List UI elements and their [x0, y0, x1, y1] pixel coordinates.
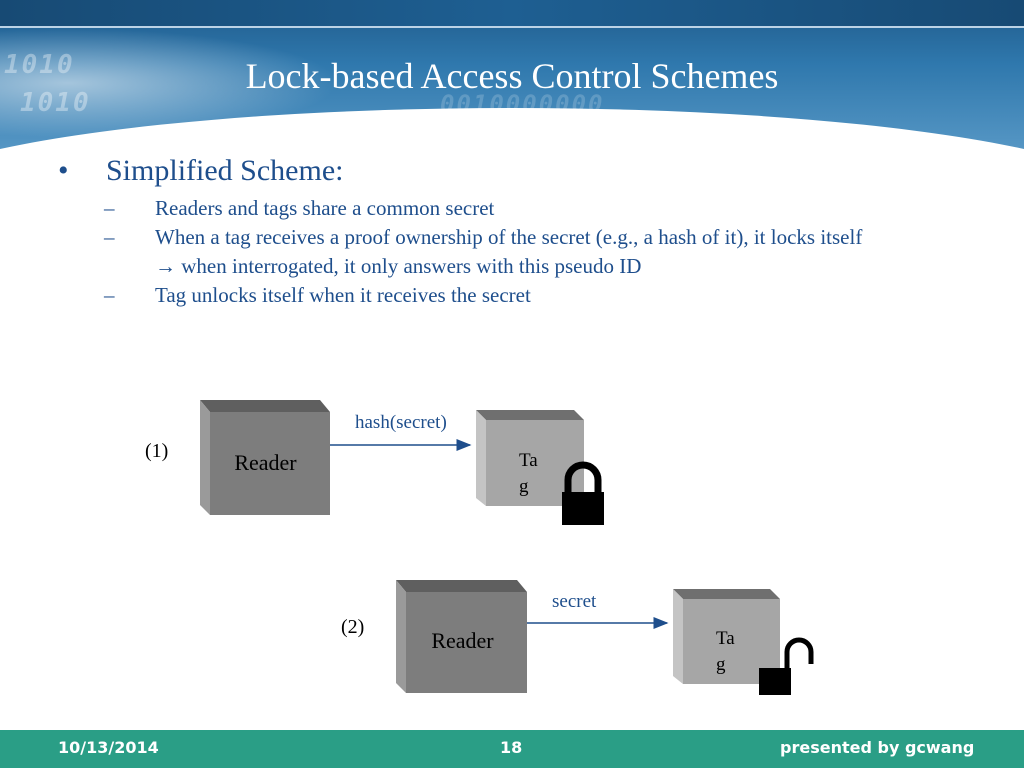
sub-item-shared-secret: Readers and tags share a common secret	[155, 196, 495, 220]
step-label-2: (2)	[341, 616, 365, 638]
tag-label-step1-line2: g	[519, 476, 529, 497]
tag-label-step1-line1: Ta	[519, 450, 538, 471]
sub-item-tag-locks: When a tag receives a proof ownership of…	[155, 225, 863, 249]
sub-item-tag-locks-continuation: → when interrogated, it only answers wit…	[155, 254, 642, 278]
message-label-step2: secret	[552, 591, 597, 612]
header-binary-decoration: 1010	[20, 88, 91, 118]
message-label-step1: hash(secret)	[355, 412, 447, 433]
tag-label-step2-line1: Ta	[716, 628, 735, 649]
slide-footer: 10/13/2014 18 presented by gcwang	[0, 730, 1024, 768]
header-binary-decoration: 1010	[4, 50, 75, 80]
bullet-dot: •	[58, 154, 69, 187]
reader-box-step2	[396, 580, 527, 693]
tag-label-step2-line2: g	[716, 654, 726, 675]
dash-marker: –	[104, 196, 115, 220]
reader-label-step2: Reader	[431, 628, 494, 653]
padlock-open-icon	[759, 637, 814, 695]
reader-label-step1: Reader	[234, 450, 297, 475]
slide-header: 1010 1010 0010000000	[0, 0, 1024, 160]
dash-marker: –	[104, 283, 115, 307]
slide-title: Lock-based Access Control Schemes	[245, 56, 779, 96]
footer-page-number: 18	[500, 738, 523, 757]
footer-date: 10/13/2014	[58, 738, 159, 757]
header-top-bar	[0, 0, 1024, 26]
step-label-1: (1)	[145, 440, 169, 462]
dash-marker: –	[104, 225, 115, 249]
header-top-line	[0, 26, 1024, 28]
bullet-text: Simplified Scheme:	[106, 154, 344, 187]
reader-box-step1	[200, 400, 330, 515]
sub-item-tag-unlocks: Tag unlocks itself when it receives the …	[155, 283, 531, 307]
footer-presenter: presented by gcwang	[780, 738, 975, 757]
padlock-closed-icon	[562, 461, 604, 525]
